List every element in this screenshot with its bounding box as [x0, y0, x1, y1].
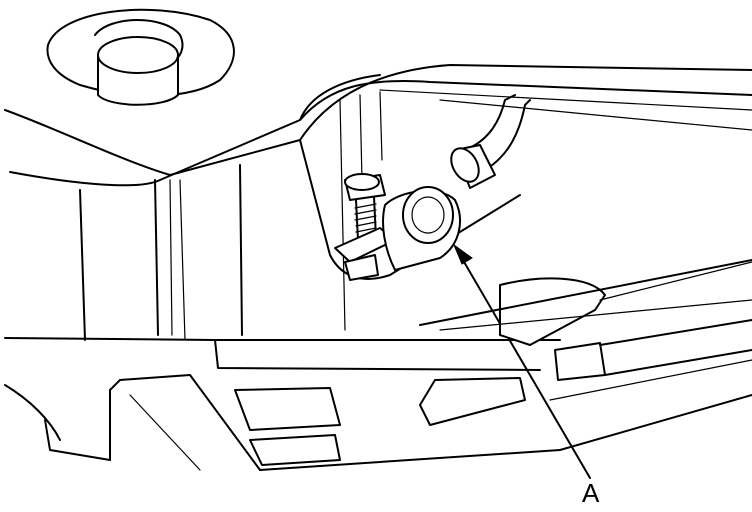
lower-slot-3	[419, 377, 526, 426]
brake-pipe	[450, 94, 531, 189]
callout-arrow-a	[452, 243, 591, 479]
callout-label-a: A	[582, 478, 600, 508]
lower-bracket	[499, 277, 606, 346]
lower-crossmember	[4, 259, 752, 381]
small-tab	[554, 342, 606, 381]
mount-boss	[46, 8, 235, 106]
mount-boss-cap	[97, 36, 179, 74]
bottom-structure	[4, 359, 752, 471]
bolt-and-clip	[334, 173, 461, 281]
lower-slot-2	[249, 434, 341, 466]
lower-slot-1	[234, 387, 341, 431]
hose-grommet	[402, 186, 454, 244]
vertical-member	[79, 164, 243, 341]
